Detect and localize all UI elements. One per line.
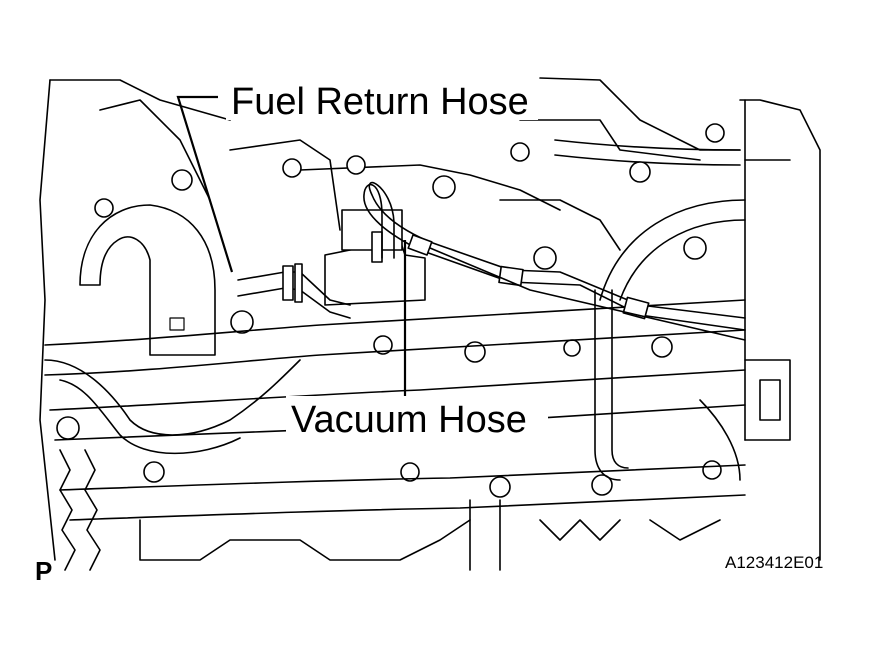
fuel-return-hose-label: Fuel Return Hose	[231, 81, 529, 123]
view-marker: P	[35, 556, 52, 586]
vacuum-hose-illustration	[363, 181, 746, 341]
bracket	[79, 204, 216, 356]
engine-line-art	[39, 77, 821, 571]
fuel-return-hose-illustration	[237, 263, 351, 319]
vacuum-label-bg	[286, 396, 548, 440]
fuel-label-bg	[226, 78, 538, 120]
figure-code: A123412E01	[725, 553, 823, 572]
bolt-heads	[56, 123, 725, 498]
hose-clamp	[282, 265, 294, 301]
vacuum-hose-label: Vacuum Hose	[291, 399, 527, 441]
fuel-return-hose-leader	[176, 95, 234, 273]
